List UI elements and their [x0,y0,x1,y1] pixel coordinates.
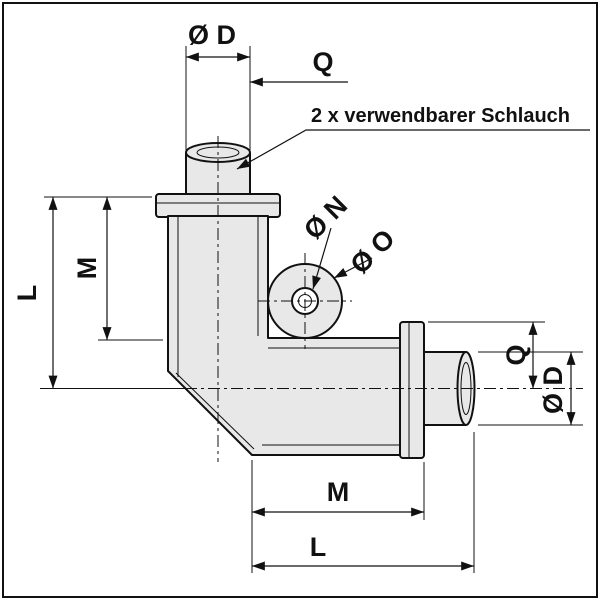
chamfer-line [175,372,255,450]
right-collar-cap [399,321,425,459]
dimension-lines [48,52,590,571]
dim-label-m-left: M [72,257,102,280]
dim-label-bore-o: Ø O [345,224,401,280]
fitting-body [155,142,476,459]
dim-label-m-bottom: M [327,477,350,507]
dim-label-l-left: L [12,285,42,302]
horizontal-body-inner-edges [262,347,400,446]
extension-lines [44,46,583,573]
dim-label-q-top: Q [312,47,333,77]
centerlines [40,136,583,462]
vertical-body-inner-edges [177,216,259,377]
hose-note-label: 2 x verwendbarer Schlauch [311,105,570,127]
dim-label-q-right: Q [501,344,531,365]
dim-label-l-bottom: L [310,532,327,562]
leader-bore-o [333,257,373,279]
dim-label-od-right: Ø D [538,366,568,414]
dim-label-od-top: Ø D [188,20,236,50]
leader-hose-note [236,129,590,170]
dim-label-bore-n: Ø N [298,190,353,245]
right-collar [399,321,425,459]
leader-bore-n [312,227,332,290]
dimension-labels: Ø D Q 2 x verwendbarer Schlauch Ø N Ø O … [12,20,570,562]
